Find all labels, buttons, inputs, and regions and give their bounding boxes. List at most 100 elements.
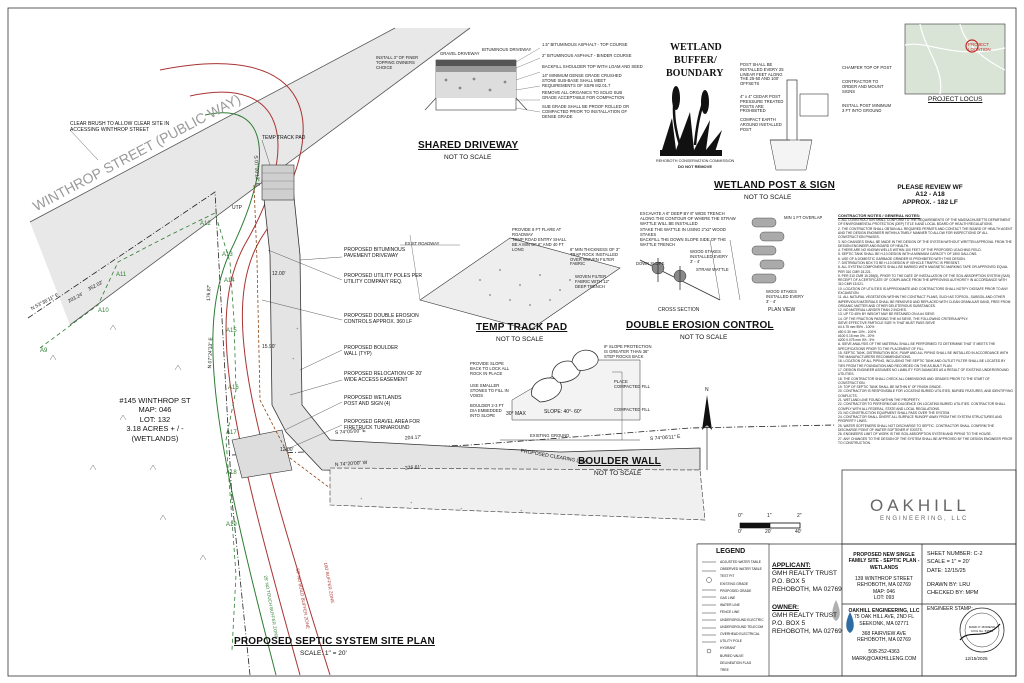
legend-title: LEGEND [716,548,746,555]
contractor-note: #4 4.75 mm 95% - 100% [838,325,875,330]
applicant-line-3: REHOBOTH, MA 02769 [772,586,842,594]
legend-item: UNDERGROUND TELECOM [720,624,764,629]
contractor-notes: CONTRACTOR NOTES / GENERAL NOTES: 1. ALL… [838,213,1013,445]
owner-block: OWNER: GMH REALTY TRUST P.O. BOX 5 REHOB… [772,604,842,637]
lot-address: #145 WINTHROP ST [119,396,191,405]
review-line-2: A12 - A18 [915,191,945,199]
legend-item: EXISTING GRADE [720,581,749,586]
applicant-line-2: P.O. BOX 5 [772,578,806,586]
project-title-3: WETLANDS [869,564,899,571]
bearing-6: 176.87' [205,284,213,302]
contractor-note: #50 0.30 mm 10% - 100% [838,329,877,334]
svg-text:+: + [520,508,523,513]
shared-driveway-scale: NOT TO SCALE [444,154,492,161]
contractor-note: 19. TOP OF SEPTIC TANK SHALL BE WITHIN 6… [838,385,942,390]
scale-top-0: 0" [738,513,743,519]
project-title-1: PROPOSED NEW SINGLE [853,552,915,558]
plan-title: PROPOSED SEPTIC SYSTEM SITE PLAN [234,636,435,647]
flag-a13: A13 [222,252,233,258]
wetland-post-title: WETLAND POST & SIGN [714,180,836,191]
engineer-stamp-date: 12/15/2025 [965,656,988,661]
bearing-4: S 07°00'13" E [252,155,261,187]
boulder-note-1: PROVIDE SLOPE BACK TO LOCK ALL ROCK IN P… [470,361,510,376]
temp-track-pad-drawing [400,234,621,331]
dim-1590: 15.90' [262,344,276,350]
contractor-note: 12. NO MATERIAL LARGER THAN 2 INCHES. [838,308,907,313]
contractor-note: 18. THE CONTRACTOR SHALL CHECK ALL DIMEN… [838,376,990,385]
post-note-3: COMPACT EARTH AROUND INSTALLED POST [740,117,782,132]
svg-text:+: + [410,500,413,505]
flag-a12: A12 [200,221,211,227]
contractor-note: 5. SEPTIC TANK SHALL BE H-10 DESIGN WITH… [838,252,978,257]
firm-block: OAKHILL ENGINEERING, LLC 75 OAK HILL AVE… [846,608,922,662]
driveway-note-5: REMOVE ALL ORGANICS TO SOLID SUB GRADE A… [542,90,625,100]
legend-item: OBSERVED WATER TABLE [720,567,762,572]
erosion-callout: PROPOSED DOUBLE EROSION CONTROLS APPROX.… [344,313,419,325]
easement-callout: PROPOSED RELOCATION OF 20' WIDE ACCESS E… [344,371,423,383]
contractor-note: 21. WETLAND LINE FOUND WITHIN THE PROPER… [838,398,921,402]
contractor-note: 25. WATER SOFTENERS SHALL NOT DISCHARGE … [838,423,994,432]
svg-text:+: + [296,326,299,331]
boulder-note-4: IF SLOPE PROTECTION IS GREATER THAN 36" … [604,344,652,359]
double-erosion-scale: NOT TO SCALE [680,334,728,341]
boulder-slope-label: SLOPE: 40°- 60° [544,409,582,415]
legend-item: OVERHEAD ELECTRICAL [720,632,760,637]
north-arrow [702,395,712,470]
erosion-note-2: STAKE THE WATTLE IN USING 2"x2" WOOD STA… [640,227,726,237]
bituminous-driveway-label: BITUMINOUS DRIVEWAY [482,47,532,52]
wetland-sign-line3: BOUNDARY [666,68,724,79]
erosion-down-slope: DOWN SLOPE [636,261,665,266]
scale-bottom-1: 20' [765,529,772,535]
scale-bottom-0: 0' [738,529,742,535]
post-note-4: CHAMFER TOP OF POST [842,65,892,70]
contractor-note: 2. THE CONTRACTOR SHALL OBTAIN ALL REQUI… [838,226,1013,240]
driveway-note-3: BACKFILL SHOULDER TOP WITH LOAM AND SEED [542,64,643,69]
project-address-2: REHOBOTH, MA 02769 [857,582,911,589]
svg-text:+: + [360,496,363,501]
contractor-note: 4. THERE ARE NO KNOWN WELLS WITHIN 100 F… [838,248,982,253]
boulder-wall-title: BOULDER WALL [578,456,661,467]
owner-line-3: REHOBOTH, MA 02769 [772,628,842,636]
contractor-note: 15. SEPTIC TANK, DISTRIBUTION BOX, PUMP … [838,350,1009,360]
track-note-5: WOVEN FILTER FABRIC WITH 12" DEEP TRENCH [575,274,610,289]
contractor-note: 6. USE OF A DOMESTIC GARBAGE GRINDER IS … [838,256,966,261]
review-line-1: PLEASE REVIEW WF [897,184,963,191]
post-note-5: CONTRACTOR TO ORDER AND MOUNT SIGNS [842,79,884,94]
scale-top-1: 1" [767,513,772,519]
driveway-side-note: INSTALL 3" OF FINER TOPPING OWNERS CHOIC… [376,55,419,70]
owner-line-2: P.O. BOX 5 [772,620,806,628]
flag-a15: A15 [226,328,237,334]
legend-item: UNDERGROUND ELECTRIC [720,617,764,622]
boulder-wall-callout: PROPOSED BOULDER WALL (TYP) [344,345,398,357]
contractor-note: 8. ALL SYSTEM COMPONENTS SHALL BE MARKED… [838,265,1008,274]
project-title-block: PROPOSED NEW SINGLE FAMILY SITE - SEPTIC… [848,552,920,571]
contractor-note: 11. ALL NATURAL VEGETATION WITHIN THE CO… [838,295,1011,308]
sheet-drawn: DRAWN BY: LRU [927,581,971,588]
contractor-note: 3. NO CHANGES SHALL BE MADE IN THE DESIG… [838,239,1012,248]
project-title-2: FAMILY SITE - SEPTIC PLAN - [848,558,920,565]
temp-track-pad-callout: TEMP TRACK PAD [262,135,306,141]
temp-track-pad-scale: NOT TO SCALE [496,336,544,343]
erosion-note-3: BACKFILL THE DOWN SLOPE SIDE OF THE WATT… [640,237,727,247]
contractor-note: 13. UP TO 45% BY WEIGHT MAY BE RETAINED … [838,312,936,317]
legend-item: TEST PIT [720,574,735,579]
lot-wetlands: (WETLANDS) [131,433,179,443]
plan-view-label: PLAN VIEW [768,307,796,313]
contractor-note: 26. ENGINEERS LIMIT OF WORK IS THE SOIL … [838,432,992,437]
firm-address-2: SEEKONK, MA 02771 [859,620,909,627]
lot-acreage: 3.18 ACRES + / - [126,424,184,434]
post-note-6: INSTALL POST MINIMUM 3 FT INTO GROUND [842,103,892,113]
legend-item: HYDRANT [720,646,736,651]
erosion-wood-stakes-plan: WOOD STAKES INSTALLED EVERY 3' - 4' [766,289,804,304]
track-note-4: 6" MIN THICKNESS OF 3" TRAP ROCK INSTALL… [570,247,620,267]
lot-number: LOT: 132 [139,414,171,424]
svg-text:+: + [292,356,295,361]
dim-12a: 12.00' [272,271,286,277]
owner-line-1: GMH REALTY TRUST [772,612,838,620]
driveway-note-2: 2" BITUMINOUS ASPHALT - BINDER COURSE [542,53,632,58]
firm-address-4: REHOBOTH, MA 02769 [857,637,911,643]
boulder-note-3: BOULDER 2-3 FT DIA EMBEDDED INTO SLOPE [470,403,504,418]
contractor-note: A. SIEVE ANALYSIS OF THE MATERIAL SHALL … [838,342,996,351]
